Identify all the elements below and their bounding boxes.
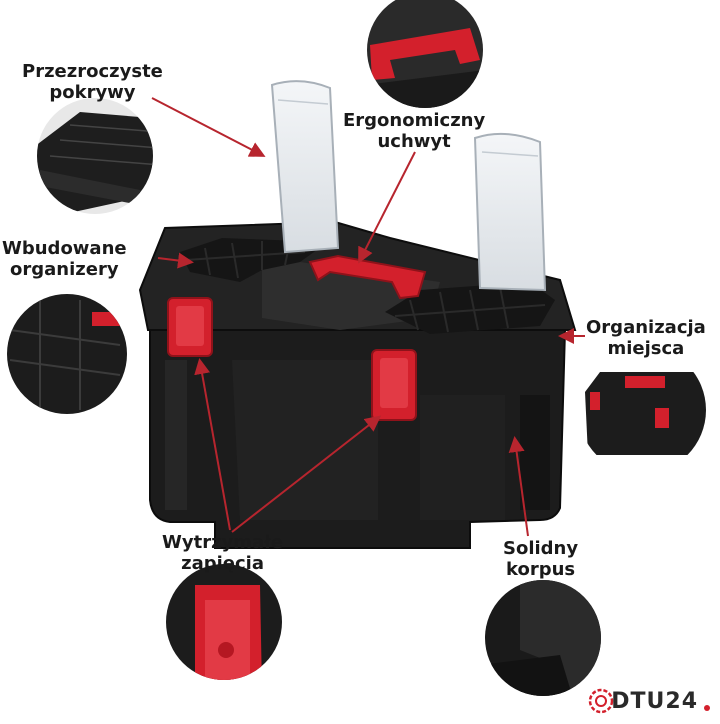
label-organization-line-2: miejsca: [607, 338, 685, 359]
label-transparent-covers: Przezroczyste pokrywy: [22, 61, 163, 103]
label-ergonomic-handle: Ergonomiczny uchwyt: [343, 110, 485, 152]
label-organizers-line-1: Wbudowane: [2, 238, 127, 259]
label-solid-body: Solidny korpus: [503, 538, 578, 580]
toolbox: [138, 220, 577, 549]
brand: DTU24: [611, 689, 710, 714]
label-latches-line-2: zapięcia: [181, 553, 264, 574]
label-handle-line-1: Ergonomiczny: [343, 110, 486, 131]
label-organization-line-1: Organizacja: [586, 317, 706, 338]
label-durable-latches: Wytrzymałe zapięcia: [162, 532, 283, 574]
label-built-in-organizers: Wbudowane organizery: [2, 238, 127, 280]
brand-logo-icon: [588, 688, 614, 714]
label-covers-line-2: pokrywy: [49, 82, 136, 103]
label-covers-line-1: Przezroczyste: [22, 61, 163, 82]
inset-body: [485, 580, 601, 696]
label-organizers-line-2: organizery: [10, 259, 119, 280]
brand-text: DTU24: [611, 689, 698, 714]
label-latches-line-1: Wytrzymałe: [162, 532, 284, 553]
inset-organizers: [7, 294, 127, 414]
inset-covers: [37, 98, 153, 214]
pointer-lines: [151, 97, 585, 537]
label-space-organization: Organizacja miejsca: [586, 317, 706, 359]
inset-latch: [166, 564, 282, 680]
brand-dot-icon: [704, 704, 710, 711]
label-body-line-1: Solidny: [503, 538, 579, 559]
inset-handle: [367, 0, 483, 108]
label-handle-line-2: uchwyt: [377, 131, 451, 152]
inset-organization: [578, 346, 706, 474]
label-body-line-2: korpus: [505, 559, 576, 580]
transparent-covers: [270, 80, 547, 292]
